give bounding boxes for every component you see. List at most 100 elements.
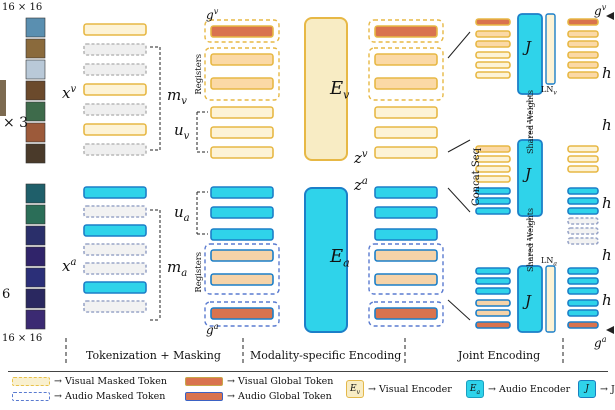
audio-spectrogram-thumbnail xyxy=(25,246,46,267)
audio-token xyxy=(83,186,147,199)
video-frame-thumbnail xyxy=(25,38,46,59)
patch-size-top: 16 × 16 xyxy=(2,2,43,13)
output-visual-token xyxy=(567,40,599,48)
joint-encoder-label-bottom: J xyxy=(525,292,532,310)
legend-audio-global: → Audio Global Token xyxy=(185,391,332,402)
concat-visual-token xyxy=(475,155,511,163)
audio-spectrogram-thumbnail xyxy=(25,183,46,204)
output-concat-audio-token xyxy=(567,197,599,205)
output-visual-token xyxy=(567,30,599,38)
output-arrow xyxy=(606,326,614,334)
legend-visual-masked: → Visual Masked Token xyxy=(12,376,167,387)
joint-visual-global-token xyxy=(475,18,511,26)
concat-arrow xyxy=(447,299,471,321)
register-column xyxy=(204,19,280,327)
audio-spectrogram-thumbnail xyxy=(25,267,46,288)
encoded-audio-token xyxy=(374,228,438,241)
encoded-audio-register-token xyxy=(374,249,438,262)
audio-global-token xyxy=(210,307,274,320)
g-v-right-label: gv xyxy=(594,3,607,18)
audio-global-dashed-box xyxy=(204,301,280,327)
concat-audio-token xyxy=(475,197,511,205)
x-a-label: xa xyxy=(62,257,77,275)
encoded-audio-register-token xyxy=(374,273,438,286)
legend-audio-masked: → Audio Masked Token xyxy=(12,391,165,402)
visual-register-token xyxy=(210,77,274,90)
output-audio-token xyxy=(567,287,599,295)
visual-encoder-block xyxy=(304,17,348,161)
encoded-visual-token xyxy=(374,106,438,119)
shared-weights-label-bottom: Shared Weights xyxy=(526,207,536,273)
joint-encoder-label-mid: J xyxy=(525,165,532,183)
concat-seq-label: Concat Seq xyxy=(471,147,483,207)
video-frame-thumbnail xyxy=(25,143,46,164)
visual-register-dashed-box xyxy=(204,47,280,101)
legend-visual-encoder: Ev→ Visual Encoder xyxy=(346,380,452,398)
encoded-audio-token xyxy=(374,206,438,219)
video-frame-thumbnail xyxy=(25,59,46,80)
output-concat-visual-token xyxy=(567,145,599,153)
visual-register-token xyxy=(210,53,274,66)
h-label-5: h xyxy=(602,291,612,309)
output-visual-token xyxy=(567,51,599,59)
joint-audio-token xyxy=(475,277,511,285)
output-arrow xyxy=(606,12,614,20)
visual-masked-token xyxy=(83,63,147,76)
video-frame-thumbnail xyxy=(25,122,46,143)
legend-visual-global: → Visual Global Token xyxy=(185,376,333,387)
audio-spectrogram-thumbnail xyxy=(25,309,46,330)
u-a-label: ua xyxy=(174,203,190,224)
encoded-audio-global-box xyxy=(368,301,444,327)
registers-label-visual: Registers xyxy=(194,53,205,95)
legend-divider xyxy=(8,371,608,372)
audio-kept-token xyxy=(210,206,274,219)
audio-global-swatch xyxy=(185,392,223,401)
joint-visual-register-token xyxy=(475,30,511,38)
layer-norm-visual-bar xyxy=(545,13,556,85)
encoded-visual-register-box xyxy=(368,47,444,101)
output-visual-global-token xyxy=(567,18,599,26)
encoded-audio-register-box xyxy=(368,243,444,295)
encoded-visual-global-box xyxy=(368,19,444,43)
m-v-label: mv xyxy=(167,86,187,107)
visual-encoder-chip: Ev xyxy=(346,380,364,398)
output-concat-audio-token xyxy=(567,237,599,245)
joint-audio-global-token xyxy=(475,321,511,329)
encoded-audio-token xyxy=(374,186,438,199)
joint-encoding-column xyxy=(475,13,599,333)
joint-visual-token xyxy=(475,51,511,59)
legend-joint-encoder: J→ J xyxy=(578,380,615,398)
visual-global-token xyxy=(210,25,274,38)
joint-audio-token xyxy=(475,267,511,275)
encoded-visual-register-token xyxy=(374,53,438,66)
concat-audio-token xyxy=(475,207,511,215)
registers-label-audio: Registers xyxy=(194,251,205,293)
h-label-2: h xyxy=(602,116,612,134)
audio-token xyxy=(83,224,147,237)
g-a-right-label: ga xyxy=(594,335,607,350)
concat-visual-token xyxy=(475,175,511,183)
output-audio-token xyxy=(567,277,599,285)
z-v-label: zv xyxy=(354,149,368,167)
z-a-label: za xyxy=(354,176,368,194)
audio-token xyxy=(83,281,147,294)
encoded-visual-register-token xyxy=(374,77,438,90)
input-thumbnails xyxy=(0,17,46,330)
x-v-label: xv xyxy=(62,84,77,102)
encoded-token-column xyxy=(368,19,444,327)
joint-visual-register-token xyxy=(475,40,511,48)
output-visual-token xyxy=(567,61,599,69)
visual-masked-token xyxy=(83,103,147,116)
output-concat-audio-token xyxy=(567,217,599,225)
joint-encoder-block xyxy=(517,13,543,95)
audio-count: 6 xyxy=(2,287,11,302)
output-concat-audio-token xyxy=(567,227,599,235)
video-frame-thumbnail xyxy=(25,17,46,38)
visual-token xyxy=(83,23,147,36)
h-label-1: h xyxy=(602,64,612,82)
encoded-visual-token xyxy=(374,126,438,139)
audio-encoder-label: Ea xyxy=(330,246,350,270)
output-audio-token xyxy=(567,309,599,317)
h-label-3: h xyxy=(602,194,612,212)
visual-masked-swatch xyxy=(12,377,50,386)
